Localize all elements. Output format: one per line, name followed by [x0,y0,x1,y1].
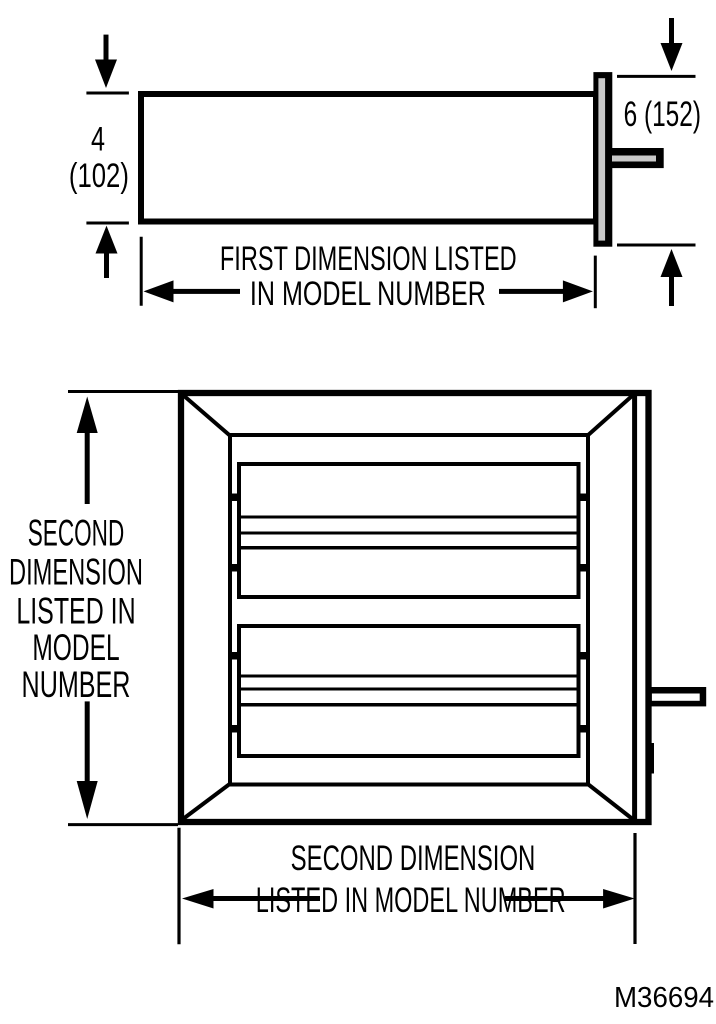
svg-text:SECOND DIMENSION: SECOND DIMENSION [291,839,536,878]
svg-text:IN MODEL NUMBER: IN MODEL NUMBER [250,275,486,313]
svg-text:6 (152): 6 (152) [624,95,701,134]
svg-text:MODEL: MODEL [32,627,119,668]
svg-text:LISTED IN: LISTED IN [16,590,135,631]
svg-text:4: 4 [91,120,105,158]
svg-text:NUMBER: NUMBER [22,664,131,705]
svg-text:SECOND: SECOND [28,512,125,553]
svg-text:(102): (102) [69,157,129,195]
svg-text:LISTED IN MODEL NUMBER: LISTED IN MODEL NUMBER [256,881,566,920]
svg-text:DIMENSION: DIMENSION [9,551,143,592]
svg-text:FIRST DIMENSION LISTED: FIRST DIMENSION LISTED [220,240,517,278]
svg-text:M36694: M36694 [614,982,714,1014]
